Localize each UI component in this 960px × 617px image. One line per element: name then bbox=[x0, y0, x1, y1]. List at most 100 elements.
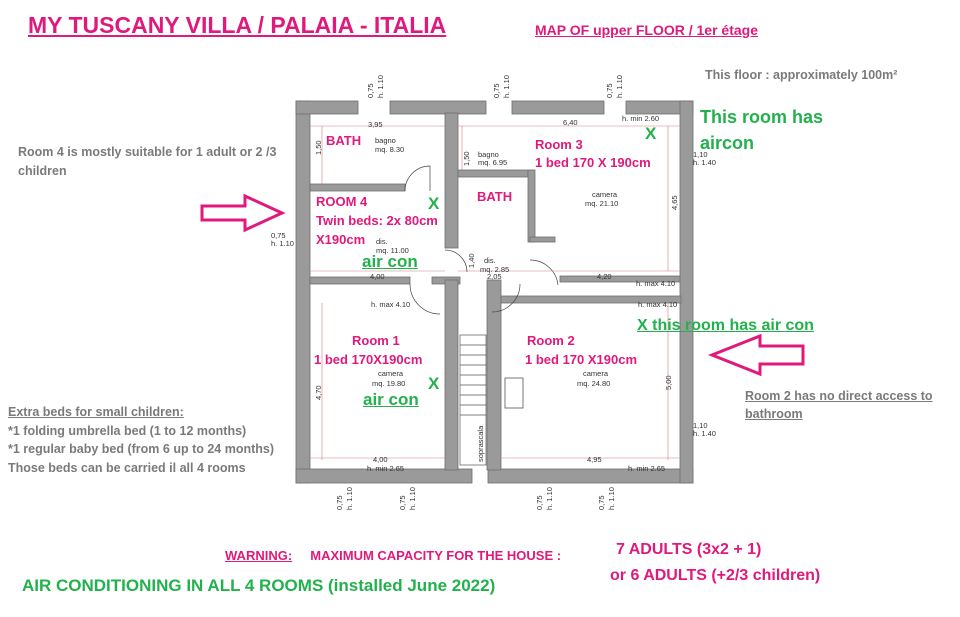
stairs-plan-name: soprascala bbox=[476, 425, 485, 462]
warning: WARNING: MAXIMUM CAPACITY FOR THE HOUSE … bbox=[225, 548, 561, 563]
room4-mark: X bbox=[428, 194, 440, 213]
room4-beds-2: X190cm bbox=[316, 232, 366, 247]
dim-win-n2-w: 0,75 bbox=[492, 83, 501, 98]
dim-win-s4-h: h. 1.10 bbox=[607, 487, 616, 510]
doors bbox=[404, 165, 559, 315]
bath2-plan-name: bagno bbox=[478, 150, 499, 159]
page-subtitle: MAP OF upper FLOOR / 1er étage bbox=[535, 22, 759, 38]
wall-east bbox=[679, 100, 694, 484]
capacity-line-2: or 6 ADULTS (+2/3 children) bbox=[610, 567, 821, 584]
dim-465: 4,65 bbox=[670, 195, 679, 210]
dim-win-s4-w: 0,75 bbox=[597, 495, 606, 510]
wall-south-1 bbox=[295, 468, 473, 484]
extra-beds-note: Extra beds for small children: *1 foldin… bbox=[8, 403, 308, 477]
dim-side-w: 1,10 bbox=[693, 150, 708, 159]
dim-side-h: h. 1.40 bbox=[693, 158, 716, 167]
room3-mark: X bbox=[645, 124, 657, 143]
dim-420: 4,20 bbox=[597, 272, 612, 281]
room2-beds: 1 bed 170 X190cm bbox=[525, 352, 638, 367]
dim-side2-w: 1,10 bbox=[693, 421, 708, 430]
room2-aircon: X this room has air con bbox=[637, 317, 814, 334]
wall-bath2 bbox=[457, 169, 529, 178]
capacity: 7 ADULTS (3x2 + 1) or 6 ADULTS (+2/3 chi… bbox=[610, 537, 820, 589]
dim-side2-h: h. 1.40 bbox=[693, 429, 716, 438]
dim-150b: 1,50 bbox=[462, 151, 471, 166]
aircon-all-note: AIR CONDITIONING IN ALL 4 ROOMS (install… bbox=[22, 576, 496, 595]
arrow-room4 bbox=[200, 193, 286, 233]
dim-win-n3-h: h. 1.10 bbox=[615, 75, 624, 98]
room1-area: mq. 19.80 bbox=[372, 379, 406, 388]
room2-area: mq. 24.80 bbox=[577, 379, 611, 388]
dim-470: 4,70 bbox=[314, 385, 323, 400]
dim-150a: 1,50 bbox=[314, 140, 323, 155]
dim-win-s1-w: 0,75 bbox=[335, 495, 344, 510]
dim-win-n2-h: h. 1.10 bbox=[502, 75, 511, 98]
dim-win-west-h: h. 1.10 bbox=[271, 239, 294, 248]
wall-inner-1 bbox=[444, 112, 459, 249]
bath1-area: mq. 8.30 bbox=[375, 145, 405, 154]
dim-win-s3-w: 0,75 bbox=[535, 495, 544, 510]
room4-label: ROOM 4 bbox=[316, 194, 368, 209]
room1-beds: 1 bed 170X190cm bbox=[314, 352, 423, 367]
room1-plan-name: camera bbox=[378, 369, 404, 378]
wall-room4-south bbox=[309, 276, 411, 285]
room1-aircon: air con bbox=[363, 390, 419, 409]
wall-bath2-side bbox=[527, 169, 536, 243]
dim-win-s2-w: 0,75 bbox=[398, 495, 407, 510]
dim-win-s2-h: h. 1.10 bbox=[408, 487, 417, 510]
extra-bed-line-1: *1 folding umbrella bed (1 to 12 months) bbox=[8, 423, 247, 438]
chimney bbox=[504, 377, 524, 409]
wall-stub bbox=[529, 236, 556, 243]
room2-label: Room 2 bbox=[527, 333, 575, 348]
room2-note-text: Room 2 has no direct access to bathroom bbox=[745, 389, 933, 421]
dim-hmin-260: h. min 2.60 bbox=[622, 114, 660, 123]
room4-area: mq. 11.00 bbox=[376, 246, 409, 255]
dim-140: 1,40 bbox=[467, 253, 476, 268]
extra-beds-title: Extra beds for small children: bbox=[8, 405, 184, 419]
wall-room3-south bbox=[559, 275, 681, 283]
hall-plan-name: dis. bbox=[484, 256, 496, 265]
dimension-lines bbox=[310, 125, 680, 460]
dim-205: 2,05 bbox=[487, 272, 502, 281]
room2-note: Room 2 has no direct access to bathroom bbox=[745, 387, 945, 423]
dim-top-640: 6,40 bbox=[563, 118, 578, 127]
room1-label: Room 1 bbox=[352, 333, 400, 348]
dim-495: 4,95 bbox=[587, 455, 602, 464]
wall-bath1 bbox=[309, 183, 406, 192]
wall-stair-west bbox=[444, 279, 459, 471]
bath1-label: BATH bbox=[326, 133, 362, 148]
dim-win-s1-h: h. 1.10 bbox=[345, 487, 354, 510]
floor-area-note: This floor : approximately 100m² bbox=[705, 68, 898, 82]
dim-win-west-w: 0,75 bbox=[271, 231, 286, 240]
dim-win-n3-w: 0,75 bbox=[605, 83, 614, 98]
bath2-label: BATH bbox=[477, 189, 513, 204]
arrows bbox=[200, 193, 805, 377]
room2-plan-name: camera bbox=[583, 369, 609, 378]
dim-win-s3-h: h. 1.10 bbox=[545, 487, 554, 510]
room4-note: Room 4 is mostly suitable for 1 adult or… bbox=[18, 145, 277, 178]
room4-beds-1: Twin beds: 2x 80cm bbox=[316, 213, 438, 228]
dim-400a: 4,00 bbox=[370, 272, 385, 281]
hall-area: mq. 2.85 bbox=[480, 265, 510, 274]
dim-hmin-265b: h. min 2.65 bbox=[628, 464, 666, 473]
room3-beds: 1 bed 170 X 190cm bbox=[535, 155, 651, 170]
arrow-room2 bbox=[707, 333, 805, 377]
dim-top-395: 3,95 bbox=[368, 120, 383, 129]
warning-text: MAXIMUM CAPACITY FOR THE HOUSE : bbox=[310, 548, 562, 563]
wall-north-1 bbox=[295, 100, 359, 115]
bath2-area: mq. 6.95 bbox=[478, 158, 508, 167]
room1-mark: X bbox=[428, 374, 440, 393]
wall-north-3 bbox=[511, 100, 605, 115]
wall-west bbox=[295, 100, 311, 484]
warning-label: WARNING: bbox=[225, 548, 293, 563]
wall-north-2 bbox=[389, 100, 487, 115]
dim-hmax-410a: h. max 4.10 bbox=[636, 279, 676, 288]
dim-500: 5,00 bbox=[664, 375, 673, 390]
dim-hmax-410c: h. max 4.10 bbox=[638, 300, 678, 309]
dim-hmax-410b: h. max 4.10 bbox=[371, 300, 411, 309]
room4-plan-name: dis. bbox=[376, 237, 388, 246]
dim-hmin-265a: h. min 2.65 bbox=[367, 464, 405, 473]
staircase bbox=[459, 334, 487, 466]
dim-400b: 4,00 bbox=[373, 455, 388, 464]
